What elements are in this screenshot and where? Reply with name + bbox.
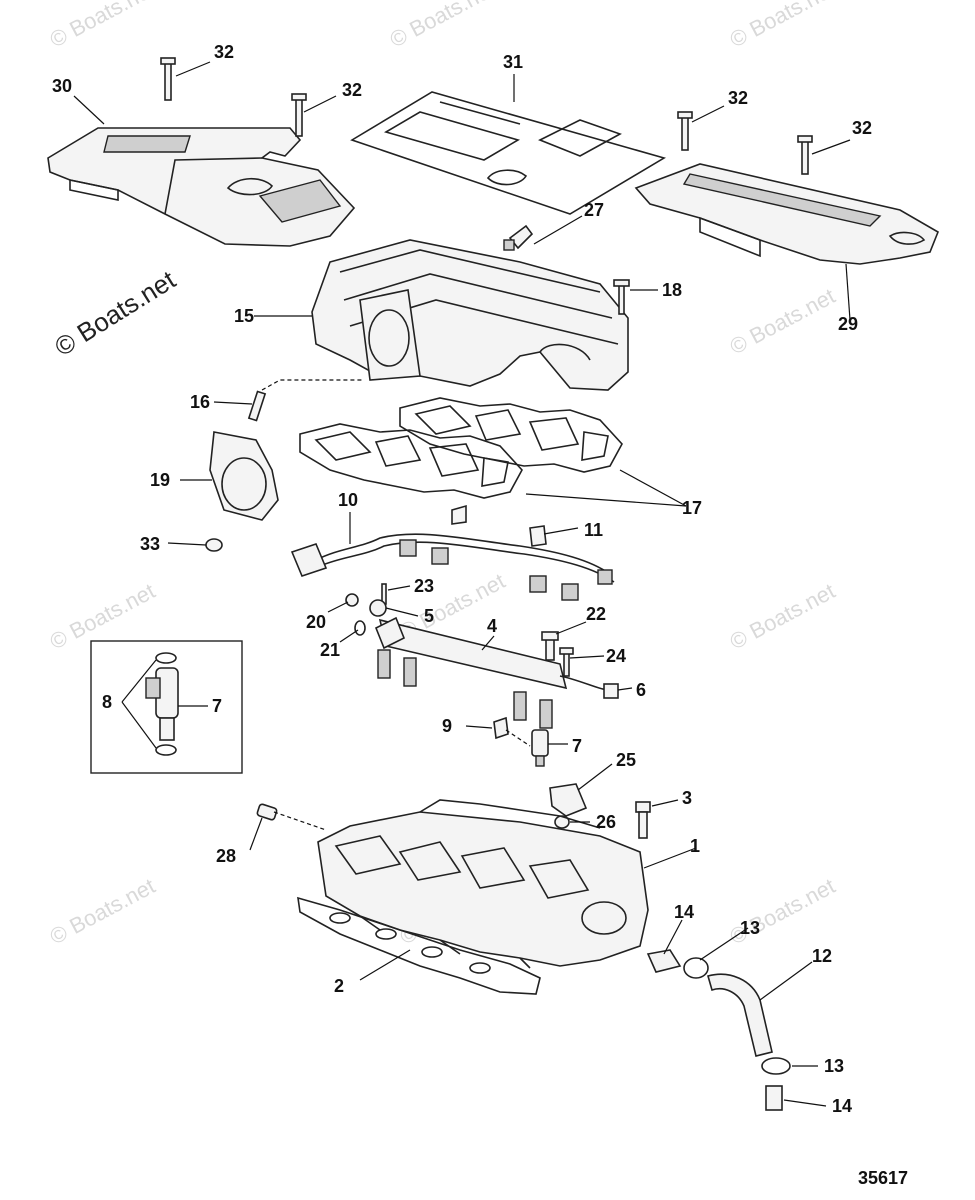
callout-10: 10 xyxy=(338,490,358,510)
diagram-number: 35617 xyxy=(858,1168,908,1188)
watermark: © Boats.net xyxy=(726,0,840,52)
part-12-hose[interactable] xyxy=(707,973,773,1057)
part-2-lower-gasket[interactable] xyxy=(297,896,541,995)
part-13-clamp-upper[interactable] xyxy=(683,957,709,979)
callout-12: 12 xyxy=(812,946,832,966)
callout-25: 25 xyxy=(616,750,636,770)
part-25-sensor[interactable] xyxy=(549,783,588,817)
part-31-decal-sheet[interactable] xyxy=(350,91,667,215)
callout-30: 30 xyxy=(52,76,72,96)
part-5-fitting[interactable] xyxy=(369,599,387,617)
part-4-fuel-rail[interactable] xyxy=(374,616,609,729)
callout-3: 3 xyxy=(682,788,692,808)
watermark: © Boats.net xyxy=(726,283,840,359)
part-21-oring[interactable] xyxy=(354,620,366,636)
callout-31: 31 xyxy=(503,52,523,72)
callout-13: 13 xyxy=(740,918,760,938)
callout-32: 32 xyxy=(852,118,872,138)
callout-27: 27 xyxy=(584,200,604,220)
callout-6: 6 xyxy=(636,680,646,700)
part-19-gasket[interactable] xyxy=(209,431,279,521)
watermark-logo: © Boats.net xyxy=(49,264,181,362)
callout-32: 32 xyxy=(728,88,748,108)
callout-29: 29 xyxy=(838,314,858,334)
part-17-gaskets[interactable] xyxy=(299,397,623,499)
part-22-bolt[interactable] xyxy=(541,631,559,661)
part-7-injector[interactable] xyxy=(531,729,549,767)
part-15-upper-intake[interactable] xyxy=(311,239,629,391)
watermark: © Boats.net xyxy=(386,0,500,52)
callout-21: 21 xyxy=(320,640,340,660)
part-14-fitting-lower[interactable] xyxy=(765,1085,783,1111)
part-14-fitting-upper[interactable] xyxy=(646,949,682,973)
callout-16: 16 xyxy=(190,392,210,412)
part-3-bolt[interactable] xyxy=(635,801,651,839)
part-1-lower-intake[interactable] xyxy=(317,799,649,969)
part-6-connector[interactable] xyxy=(603,683,619,699)
part-24-bolt[interactable] xyxy=(559,647,574,677)
watermark: © Boats.net xyxy=(46,0,160,52)
inset-injector-detail xyxy=(90,640,243,774)
callout-17: 17 xyxy=(682,498,702,518)
callout-14: 14 xyxy=(674,902,694,922)
callout-28: 28 xyxy=(216,846,236,866)
part-20-cap[interactable] xyxy=(345,593,359,607)
callout-13: 13 xyxy=(824,1056,844,1076)
part-33-nut[interactable] xyxy=(205,538,223,552)
callout-14: 14 xyxy=(832,1096,852,1116)
part-27-sensor[interactable] xyxy=(503,224,534,251)
part-11-clips[interactable] xyxy=(451,504,547,547)
callout-7: 7 xyxy=(572,736,582,756)
callout-7: 7 xyxy=(212,696,222,716)
part-28-plug[interactable] xyxy=(256,803,278,821)
callout-11: 11 xyxy=(584,520,603,540)
part-30-left-cover[interactable] xyxy=(47,127,356,247)
part-18-bolt[interactable] xyxy=(613,279,630,315)
callout-18: 18 xyxy=(662,280,682,300)
callout-5: 5 xyxy=(424,606,434,626)
part-16-stud[interactable] xyxy=(247,390,267,422)
callout-22: 22 xyxy=(586,604,606,624)
callout-23: 23 xyxy=(414,576,434,596)
callout-32: 32 xyxy=(342,80,362,100)
callout-19: 19 xyxy=(150,470,170,490)
callout-15: 15 xyxy=(234,306,254,326)
watermark: © Boats.net xyxy=(46,873,160,949)
part-29-right-cover[interactable] xyxy=(634,163,939,265)
callout-33: 33 xyxy=(140,534,160,554)
callout-2: 2 xyxy=(334,976,344,996)
part-9-clip[interactable] xyxy=(493,716,509,740)
callout-8: 8 xyxy=(102,692,112,712)
callout-20: 20 xyxy=(306,612,326,632)
callout-32: 32 xyxy=(214,42,234,62)
callout-26: 26 xyxy=(596,812,616,832)
part-13-clamp-lower[interactable] xyxy=(761,1057,791,1075)
part-32-bolts[interactable] xyxy=(160,57,813,175)
leader-lines xyxy=(73,61,851,1107)
callout-9: 9 xyxy=(442,716,452,736)
callout-24: 24 xyxy=(606,646,626,666)
callout-4: 4 xyxy=(487,616,497,636)
callout-1: 1 xyxy=(690,836,700,856)
part-10-harness[interactable] xyxy=(290,533,615,601)
callout-labels: 32 30 32 31 32 32 27 18 15 29 16 19 17 1… xyxy=(52,42,908,1188)
watermark: © Boats.net xyxy=(726,578,840,654)
watermark: © Boats.net xyxy=(46,578,160,654)
